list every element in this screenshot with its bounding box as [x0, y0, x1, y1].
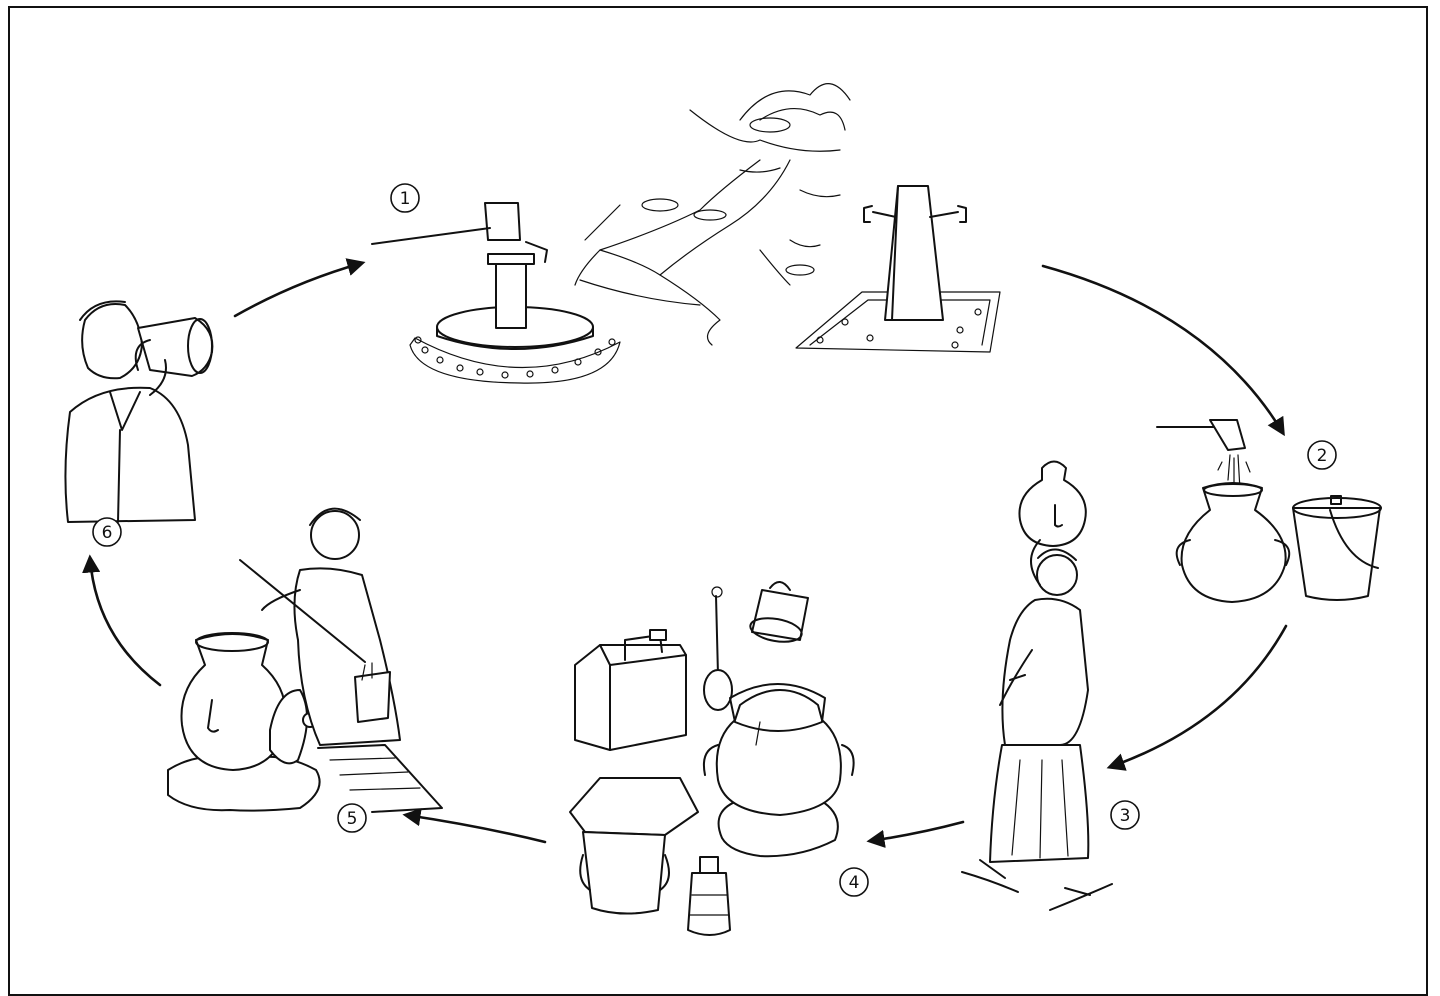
- jerrycan-icon: [575, 630, 686, 750]
- covered-pot-icon: [704, 684, 854, 856]
- water-source-icon: [372, 84, 1000, 383]
- step-1-number: 1: [400, 189, 411, 209]
- arrow-2-to-3: [1110, 626, 1286, 767]
- arrow-4-to-5: [406, 815, 545, 842]
- bottle-icon: [688, 857, 730, 935]
- step-3-badge: 3: [1111, 801, 1139, 829]
- standpipe-tap-icon: [796, 186, 1000, 352]
- step-2-number: 2: [1317, 446, 1328, 466]
- step-3-number: 3: [1120, 806, 1131, 826]
- lidded-bucket-icon: [570, 778, 698, 914]
- ladle-icon: [704, 587, 732, 710]
- water-transport-icon: [962, 462, 1112, 911]
- step-4-number: 4: [849, 873, 860, 893]
- arrow-1-to-2: [1043, 266, 1283, 433]
- bucket-icon: [1293, 496, 1381, 600]
- step-2-badge: 2: [1308, 441, 1336, 469]
- storage-containers-icon: [570, 582, 854, 935]
- serving-water-icon: [168, 509, 442, 812]
- step-4-badge: 4: [840, 868, 868, 896]
- step-5-number: 5: [347, 809, 358, 829]
- water-collection-icon: [1157, 420, 1381, 602]
- arrow-6-to-1: [235, 263, 362, 316]
- step-1-badge: 1: [391, 184, 419, 212]
- cup-icon: [748, 582, 808, 645]
- arrow-5-to-6: [90, 558, 160, 685]
- step-5-badge: 5: [338, 804, 366, 832]
- mug-icon: [138, 318, 212, 376]
- step-6-badge: 6: [93, 518, 121, 546]
- hand-pump-icon: [372, 203, 620, 383]
- step-6-number: 6: [102, 523, 113, 543]
- drinking-water-icon: [65, 301, 212, 522]
- river-landscape-icon: [575, 84, 850, 345]
- arrow-3-to-4: [870, 822, 963, 841]
- clay-pot-icon: [1182, 483, 1286, 602]
